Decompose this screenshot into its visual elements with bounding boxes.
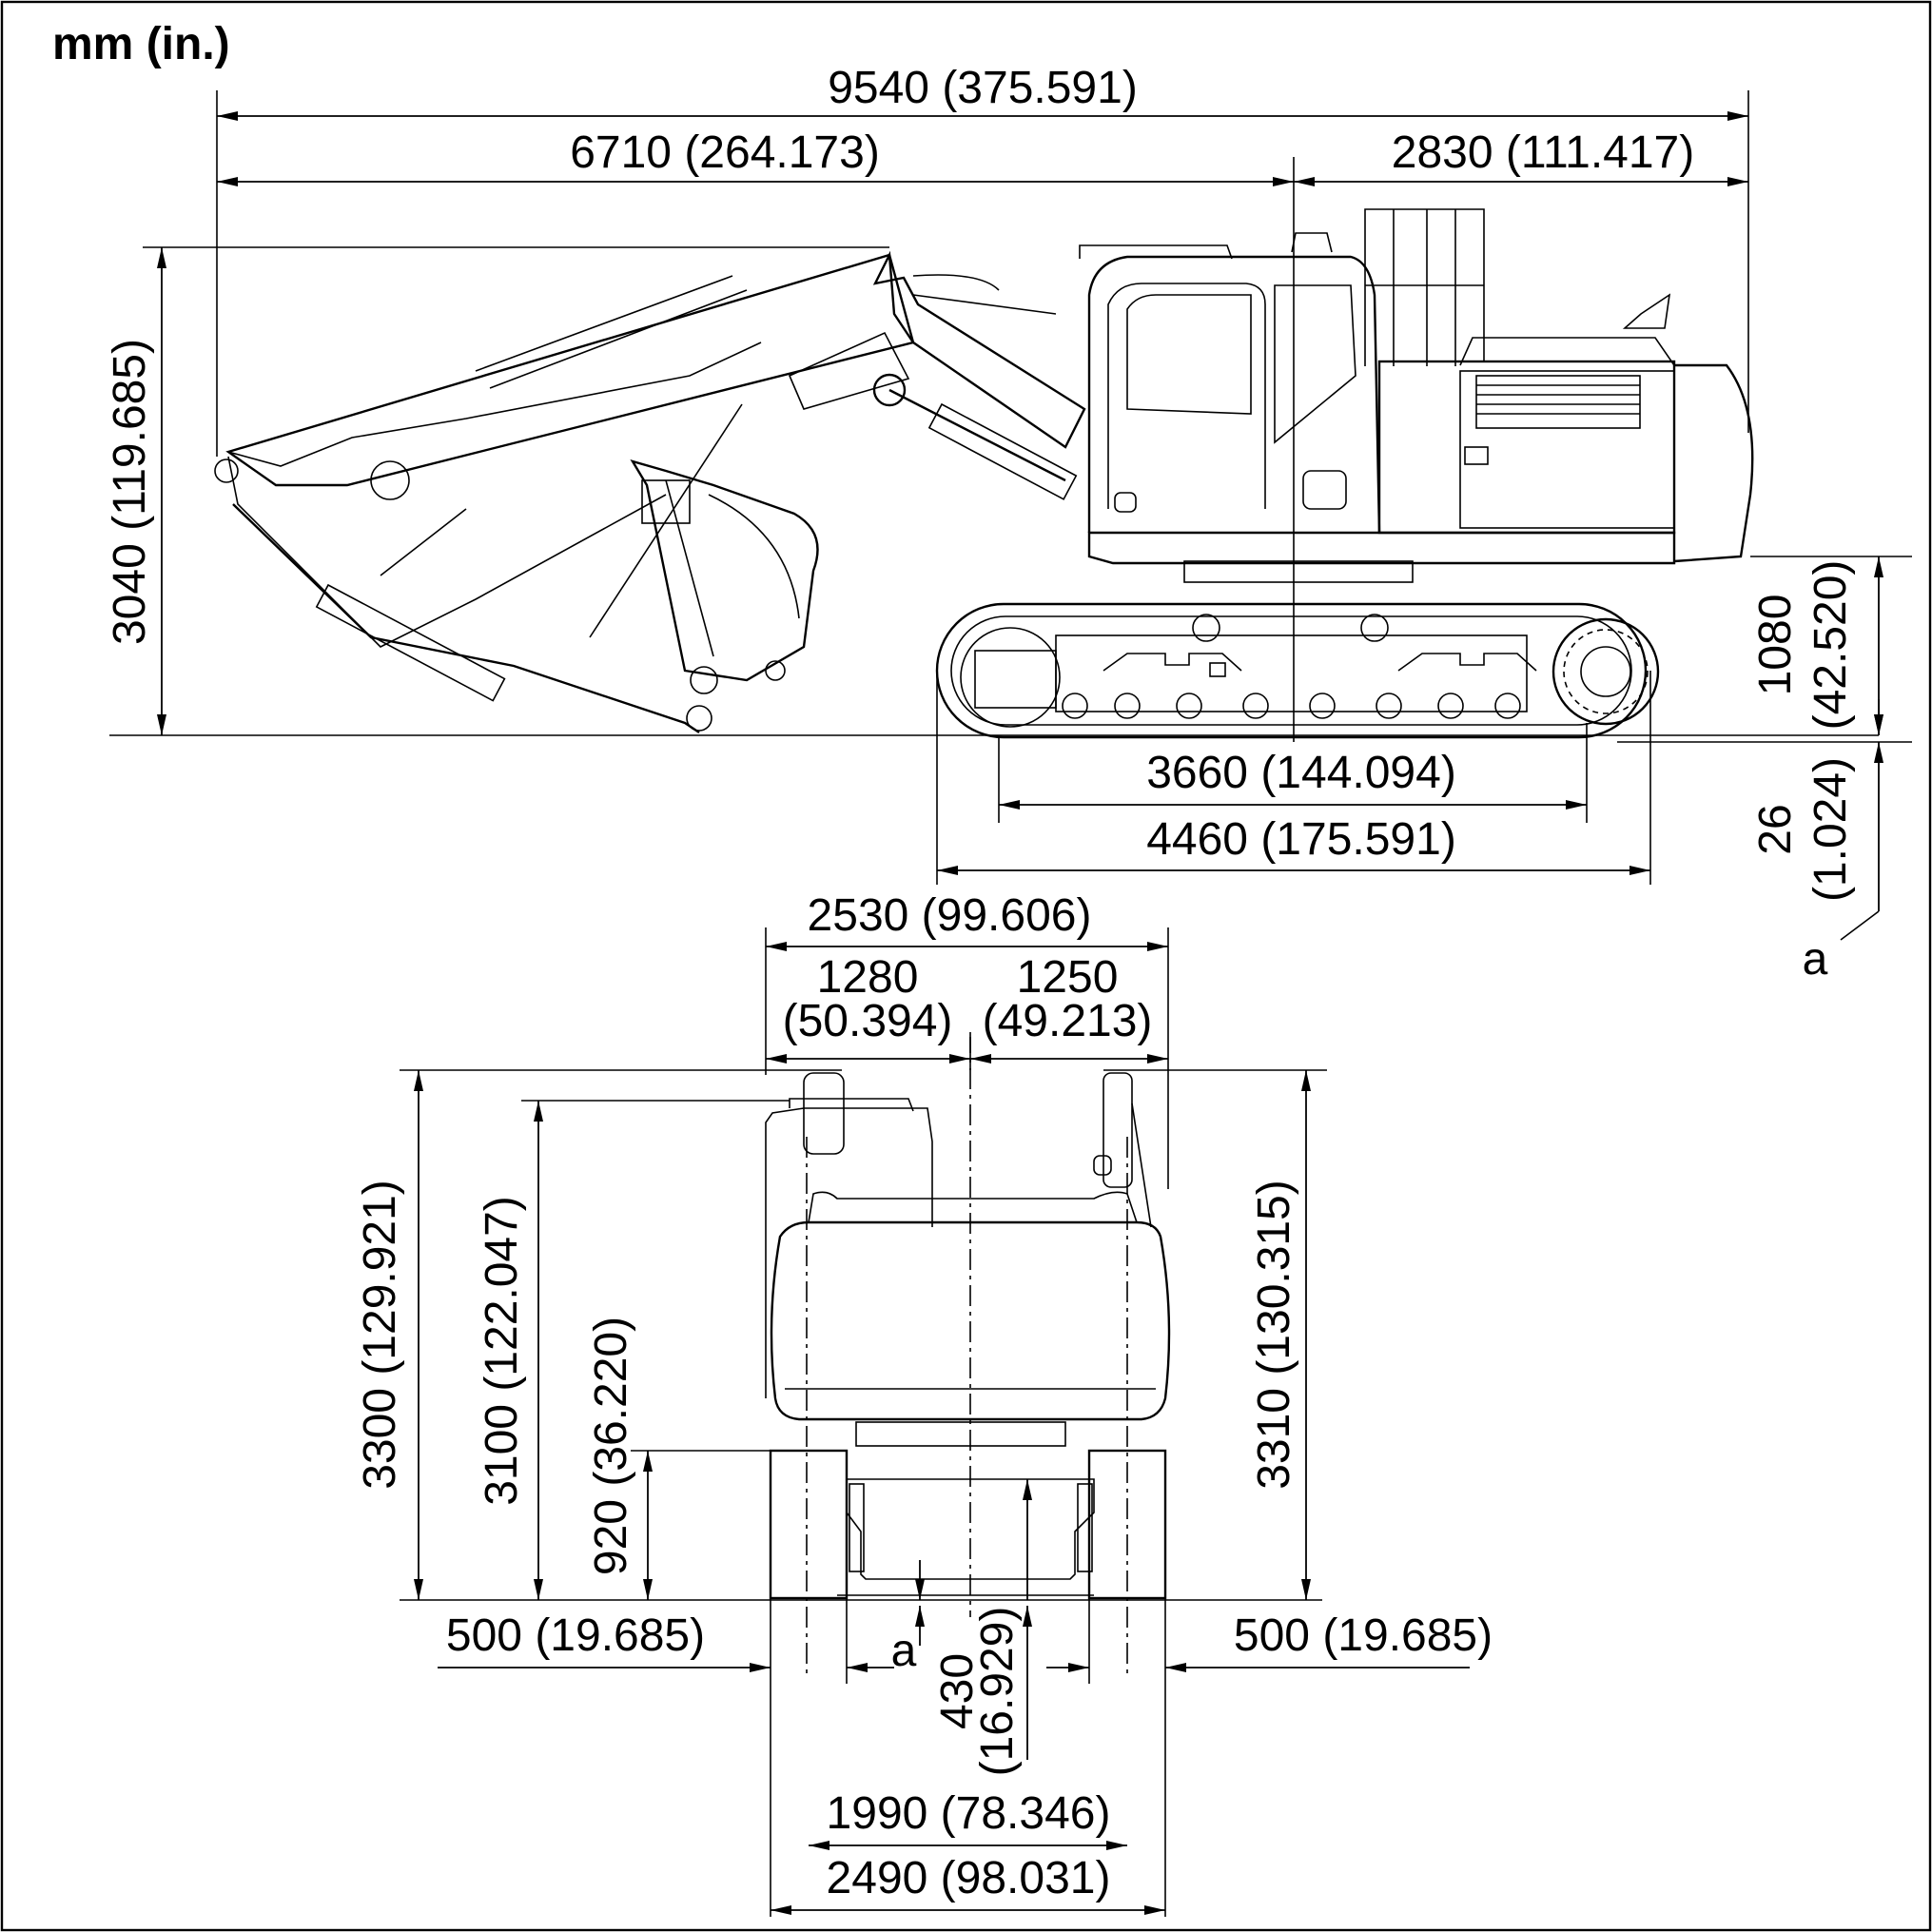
arm-top-edge [227,342,762,467]
side-view-excavator [109,208,1879,739]
engine-cover [1377,360,1676,535]
front-hood [808,1191,1138,1223]
label-tail-length: 2830 (111.417) [1392,127,1694,178]
swing-bearing [1183,560,1414,583]
cab-door [1107,283,1266,509]
front-car-body [846,1478,1095,1580]
upper-frame [1087,531,1676,565]
track-frame-bracket-right [1397,653,1537,672]
sprocket-hub [1580,646,1631,697]
idler-wheel [960,627,1061,728]
track-frame-plate [1209,662,1226,677]
label-right-width: 1250 [1017,952,1119,1003]
callout-grouser-marker: a [1803,934,1828,985]
engine-door [1459,370,1675,529]
engine-hood [1459,337,1675,366]
cab-side-window [1274,284,1356,444]
label-ground-clearance-in: (16.929) [972,1607,1023,1777]
roof-light [1291,232,1333,253]
front-view-excavator [400,1032,1322,1674]
label-overall-height: 3040 (119.685) [105,339,155,645]
label-shoe-width-right: 500 (19.685) [1234,1610,1493,1661]
label-shoe-width-left: 500 (19.685) [446,1610,705,1661]
label-left-width-in: (50.394) [783,996,953,1046]
label-upper-width: 2530 (99.606) [808,890,1092,941]
sprocket-wheel [1551,617,1660,726]
front-track-left [769,1449,849,1600]
callout-front-marker: a [891,1626,917,1676]
sprocket-bolts [1563,629,1649,714]
cab-window [1126,294,1252,415]
label-left-width: 1280 [817,952,919,1003]
roof-guard [1079,244,1233,260]
operator-cab [1087,255,1381,534]
boom-cylinder-rod [888,388,1066,482]
cab-storage-box [1302,470,1347,510]
label-counterweight-clearance: 1080 [1750,595,1801,696]
front-swing-bearing [855,1421,1066,1447]
boom [225,253,915,487]
boom-cylinder [927,402,1078,500]
bucket-link-pin [690,666,718,694]
boom-foot [872,250,1086,449]
cab-handle [1114,492,1137,513]
boom-pivot-pin [872,373,907,407]
label-grouser-height-in: (1.024) [1805,757,1856,902]
label-tumbler-distance: 3660 (144.094) [1146,748,1456,798]
bucket [630,459,819,682]
idler-guard [974,650,1057,709]
bucket-cylinder [315,583,506,702]
arm-cylinder-top [475,275,733,372]
bucket-tip-pin [686,705,712,732]
front-dimensions: 2530 (99.606) 1280 (50.394) 1250 (49.213… [355,890,1493,1917]
track-inner [950,615,1632,726]
front-handrail-right [1103,1072,1133,1188]
label-track-gauge: 1990 (78.346) [827,1788,1111,1839]
track-frame [1055,634,1528,712]
bucket-mount [641,479,691,524]
label-clearance-height: 920 (36.220) [586,1317,636,1575]
exhaust-muffler [1622,293,1671,329]
front-mirror [1093,1155,1112,1176]
front-roof [789,1098,914,1112]
track-rollers [1062,693,1521,719]
units-label: mm (in.) [52,19,230,69]
arm-cylinder-hose [912,294,1057,315]
boom-arm-joint [370,460,410,500]
front-handrail-left [803,1072,845,1155]
label-overall-length: 9540 (375.591) [828,63,1138,113]
label-ground-clearance: 430 [932,1653,983,1729]
label-grouser-height: 26 [1750,804,1801,854]
side-dimensions: 9540 (375.591) 6710 (264.173) 2830 (111.… [105,63,1912,985]
label-cab-rail-height: 3300 (129.921) [355,1180,405,1490]
radiator-grille [1475,375,1641,429]
label-right-rail-height: 3310 (130.315) [1249,1180,1299,1490]
label-cab-height: 3100 (122.047) [477,1196,527,1506]
front-cab [765,1107,933,1398]
arm [232,503,700,733]
label-counterweight-clearance-in: (42.520) [1805,560,1856,731]
carrier-roller-right [1360,614,1389,642]
front-body [770,1220,1171,1421]
track-frame-bracket-left [1103,653,1242,672]
arm-pin [214,459,239,483]
counterweight [1673,363,1754,563]
track-outline [935,602,1648,739]
label-right-width-in: (49.213) [983,996,1153,1046]
carrier-roller-left [1192,614,1220,642]
boom-cylinder-bracket [788,331,910,410]
label-track-length: 4460 (175.591) [1146,814,1456,865]
arm-inner [227,456,667,648]
handrail [1364,208,1485,366]
door-lock [1464,446,1489,465]
label-boom-length: 6710 (264.173) [570,127,880,178]
label-undercarriage-width: 2490 (98.031) [827,1853,1111,1903]
bucket-pin [765,660,786,681]
